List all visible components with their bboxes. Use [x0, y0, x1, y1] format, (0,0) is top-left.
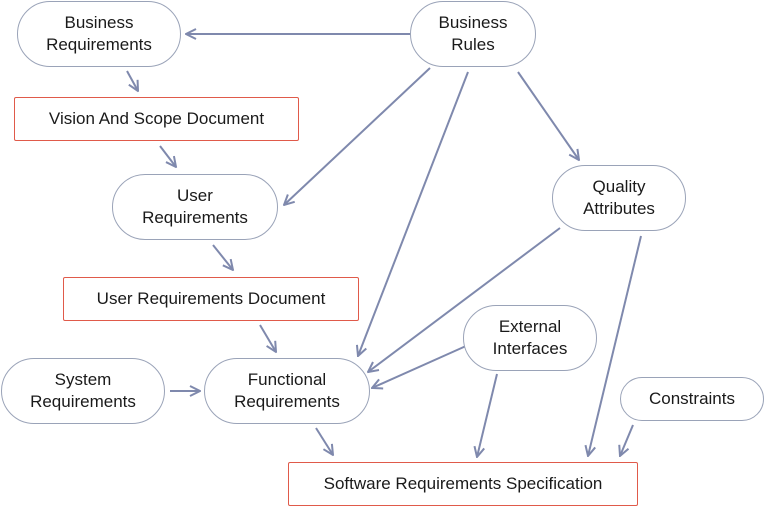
arrow-user-requirements-to-user-requirements-document — [212, 244, 233, 270]
arrow-business-rules-to-functional-requirements — [358, 71, 469, 356]
functional-requirements-node: Functional Requirements — [204, 358, 370, 424]
arrow-vision-scope-document-to-user-requirements — [159, 145, 176, 167]
external-interfaces-node: External Interfaces — [463, 305, 597, 371]
arrow-external-interfaces-to-software-requirements-specification — [477, 373, 498, 457]
constraints-node: Constraints — [620, 377, 764, 421]
user-requirements-node: User Requirements — [112, 174, 278, 240]
business-rules-node: Business Rules — [410, 1, 536, 67]
arrow-business-rules-to-quality-attributes — [517, 71, 579, 160]
arrow-external-interfaces-to-functional-requirements — [372, 345, 467, 388]
arrow-quality-attributes-to-functional-requirements — [368, 227, 561, 372]
vision-scope-document-node: Vision And Scope Document — [14, 97, 299, 141]
arrow-business-requirements-to-vision-scope-document — [126, 70, 138, 91]
software-requirements-specification-node: Software Requirements Specification — [288, 462, 638, 506]
arrow-business-rules-to-user-requirements — [284, 67, 431, 205]
arrow-quality-attributes-to-software-requirements-specification — [588, 235, 642, 456]
system-requirements-node: System Requirements — [1, 358, 165, 424]
quality-attributes-node: Quality Attributes — [552, 165, 686, 231]
arrow-constraints-to-software-requirements-specification — [620, 424, 634, 456]
business-requirements-node: Business Requirements — [17, 1, 181, 67]
arrow-functional-requirements-to-software-requirements-specification — [315, 427, 333, 455]
arrow-user-requirements-document-to-functional-requirements — [259, 324, 276, 352]
user-requirements-document-node: User Requirements Document — [63, 277, 359, 321]
